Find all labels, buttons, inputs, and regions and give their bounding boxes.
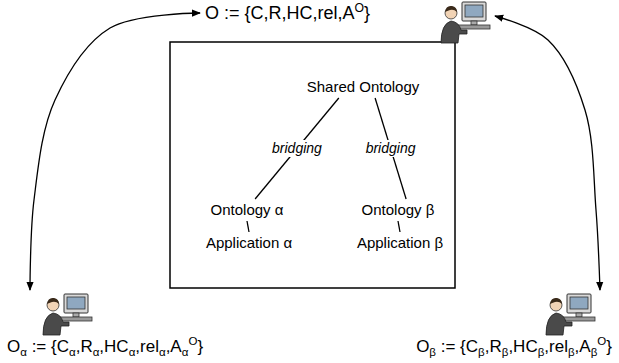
ontology-label: Shared Ontology bbox=[303, 76, 424, 98]
text-run: ,HC bbox=[99, 337, 128, 356]
text-run: ,HC bbox=[508, 337, 537, 356]
user-icon bbox=[441, 2, 490, 43]
ontology-label: Ontology α bbox=[207, 199, 288, 221]
subscript: α bbox=[20, 346, 27, 358]
text-run: Application α bbox=[206, 234, 292, 251]
subscript: β bbox=[478, 346, 485, 358]
connector bbox=[247, 221, 249, 232]
text-run: O := {C,R,HC,rel,A bbox=[205, 3, 355, 23]
text-run: Ontology α bbox=[211, 201, 284, 218]
application-label: Application β bbox=[353, 232, 448, 254]
superscript: O bbox=[188, 335, 197, 347]
node-text: Application β bbox=[357, 234, 443, 252]
subscript: β bbox=[568, 346, 575, 358]
user-icon bbox=[546, 294, 595, 335]
application-label: Application α bbox=[202, 232, 297, 254]
ontology-label: Ontology β bbox=[358, 199, 439, 221]
text-run: ,A bbox=[575, 337, 591, 356]
text-run: := {C bbox=[436, 337, 478, 356]
node-text: Oβ := {Cβ,Rβ,HCβ,relβ,AβO} bbox=[416, 336, 612, 359]
text-run: Shared Ontology bbox=[307, 78, 420, 95]
ontology-formula: Oα := {Cα,Rα,HCα,relα,AαO} bbox=[2, 290, 209, 361]
connector bbox=[30, 13, 200, 290]
text-run: ,R bbox=[485, 337, 502, 356]
frame-box bbox=[170, 42, 455, 288]
node-text: Oα := {Cα,Rα,HCα,relα,AαO} bbox=[7, 336, 203, 359]
text-run: Ontology β bbox=[362, 201, 435, 218]
text-run: } bbox=[606, 337, 612, 356]
node-text: Application α bbox=[206, 234, 292, 252]
node-text: O := {C,R,HC,rel,AO} bbox=[205, 2, 370, 25]
text-run: O bbox=[7, 337, 20, 356]
node-text: Ontology α bbox=[211, 201, 284, 219]
connector bbox=[495, 16, 600, 290]
connector bbox=[398, 221, 400, 232]
text-run: O bbox=[416, 337, 429, 356]
node-text: Ontology β bbox=[362, 201, 435, 219]
node-text: Shared Ontology bbox=[307, 78, 420, 96]
edge-label: bridging bbox=[364, 140, 418, 156]
subscript: β bbox=[591, 346, 598, 358]
subscript: α bbox=[159, 346, 166, 358]
user-icon bbox=[43, 294, 92, 335]
text-run: ,R bbox=[76, 337, 93, 356]
text-run: ,rel bbox=[135, 337, 159, 356]
superscript: O bbox=[597, 335, 606, 347]
subscript: β bbox=[429, 346, 436, 358]
subscript: α bbox=[93, 346, 100, 358]
connector bbox=[255, 98, 339, 199]
subscript: β bbox=[538, 346, 545, 358]
text-run: } bbox=[197, 337, 203, 356]
subscript: α bbox=[69, 346, 76, 358]
superscript: O bbox=[355, 1, 365, 15]
text-run: := {C bbox=[27, 337, 69, 356]
edge-label: bridging bbox=[270, 140, 324, 156]
text-run: Application β bbox=[357, 234, 443, 251]
ontology-formula: Oβ := {Cβ,Rβ,HCβ,relβ,AβO} bbox=[411, 290, 617, 361]
text-run: ,A bbox=[166, 337, 182, 356]
text-run: } bbox=[364, 3, 370, 23]
ontology-formula: O := {C,R,HC,rel,AO} bbox=[200, 0, 495, 36]
subscript: α bbox=[182, 346, 189, 358]
subscript: β bbox=[502, 346, 509, 358]
subscript: α bbox=[129, 346, 136, 358]
text-run: ,rel bbox=[544, 337, 568, 356]
